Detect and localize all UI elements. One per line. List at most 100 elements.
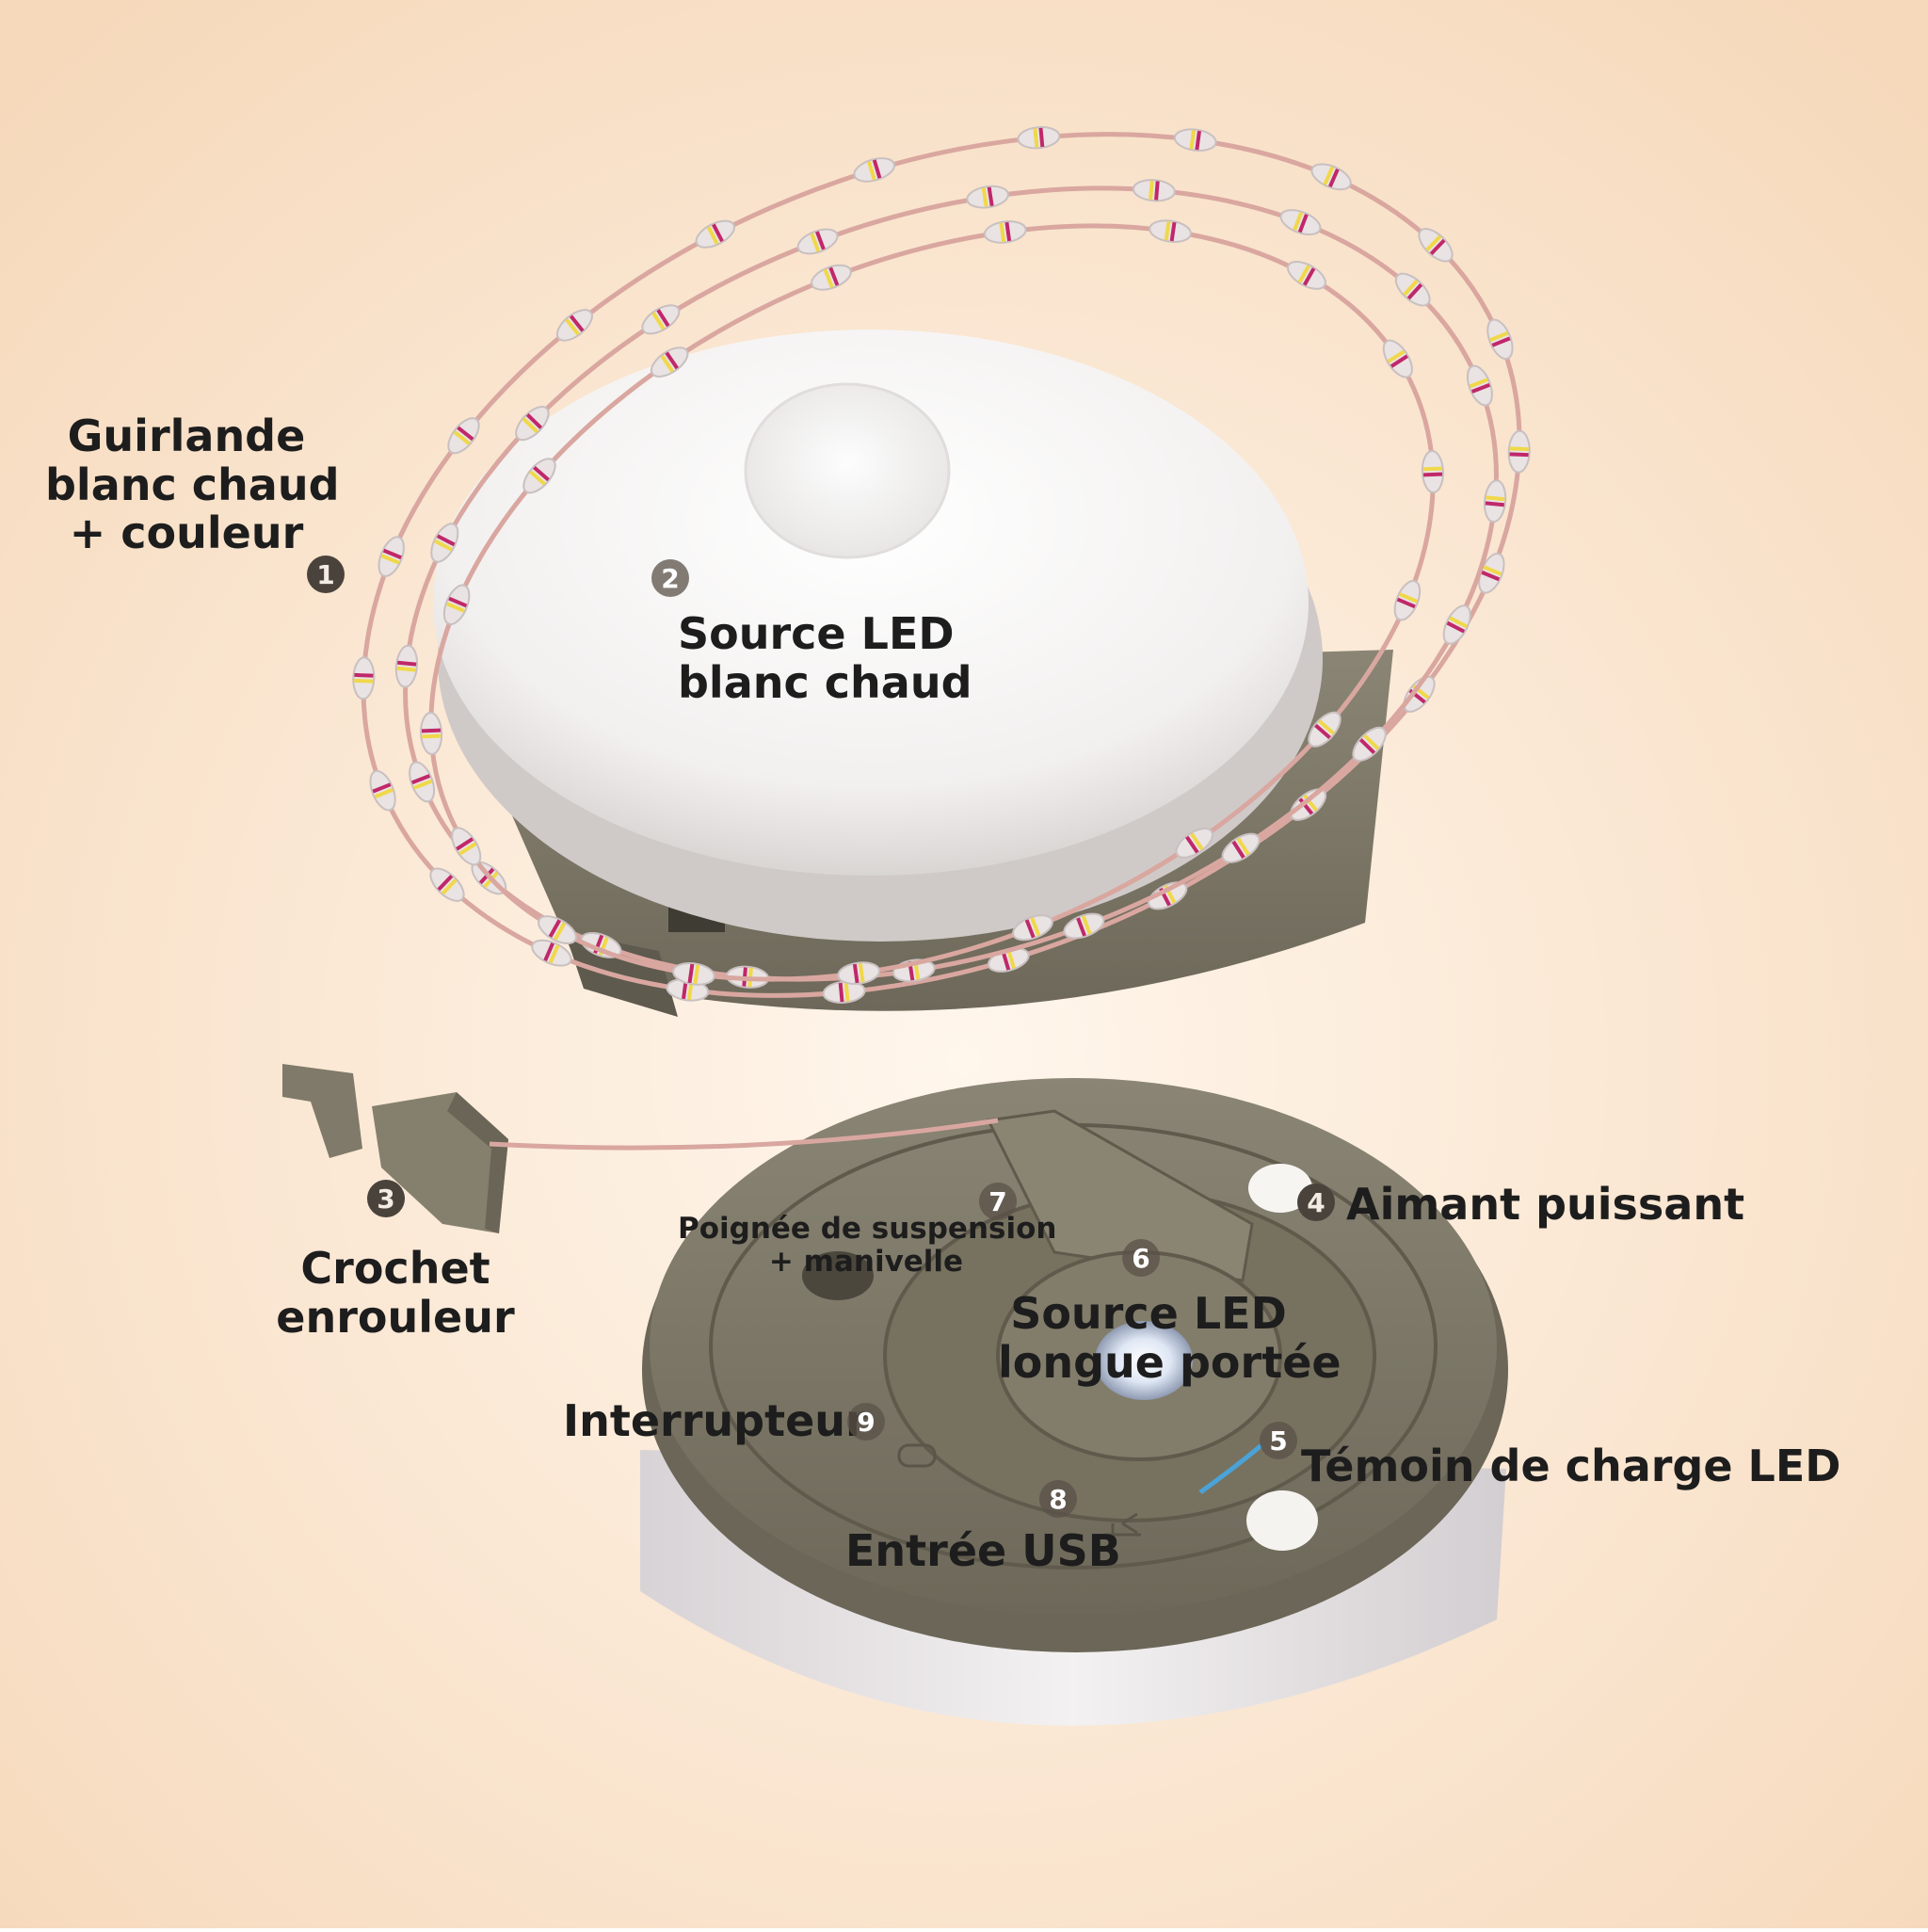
led-bulb-icon: [447, 417, 480, 455]
diffuser-center-cap: [744, 382, 951, 559]
callout-4-label: Aimant puissant: [1346, 1179, 1745, 1230]
callout-9-line-1: Interrupteur: [563, 1395, 867, 1446]
callout-6-line-2: longue portée: [998, 1336, 1342, 1388]
callout-6-label: Source LED longue portée: [998, 1288, 1342, 1388]
callout-1-marker: 1: [307, 555, 345, 593]
callout-8-label: Entrée USB: [845, 1525, 1121, 1576]
long-range-led: [1095, 1321, 1193, 1400]
callout-2-marker: 2: [651, 559, 689, 597]
crank-hole: [802, 1251, 874, 1300]
led-bulb-icon: [1287, 260, 1326, 290]
led-string-coil: [428, 223, 1436, 982]
callout-5-label: Témoin de charge LED: [1301, 1441, 1841, 1491]
led-bulb-icon: [1393, 579, 1422, 621]
led-bulb-icon: [442, 584, 471, 626]
callout-4-marker: 4: [1297, 1183, 1335, 1221]
lower-module: [640, 1078, 1508, 1726]
led-bulb-icon: [1478, 553, 1505, 594]
callout-2-line-2: blanc chaud: [678, 656, 972, 708]
upper-module: [433, 330, 1393, 1017]
led-bulb-icon: [531, 939, 572, 967]
led-bulb-icon: [1352, 726, 1387, 762]
led-bulb-icon: [538, 915, 577, 945]
led-bulb-icon: [1132, 179, 1176, 202]
led-bulb-icon: [430, 523, 459, 563]
led-bulb-icon: [369, 769, 396, 812]
led-bulb-icon: [822, 980, 866, 1004]
led-string-light: [352, 126, 1531, 1151]
led-string-tail: [489, 1118, 999, 1151]
led-bulb-icon: [1418, 228, 1454, 263]
callout-9-marker: 9: [847, 1403, 885, 1441]
magnet-lower: [1246, 1490, 1318, 1551]
led-bulb-icon: [1017, 126, 1061, 150]
led-bulb-icon: [555, 309, 593, 342]
led-bulb-icon: [515, 406, 550, 442]
callout-6-line-1: Source LED: [1010, 1288, 1287, 1339]
led-bulb-icon: [378, 536, 405, 577]
led-bulb-icon: [1012, 914, 1053, 942]
callout-1-label: Guirlande blanc chaud + couleur: [45, 411, 340, 559]
led-bulb-icon: [352, 656, 376, 700]
usb-icon: [1103, 1512, 1141, 1546]
led-bulb-icon: [641, 304, 681, 335]
led-bulb-icon: [1421, 450, 1444, 493]
led-bulb-icon: [1442, 604, 1471, 645]
led-bulb-icon: [1466, 364, 1493, 407]
callout-5-marker: 5: [1260, 1422, 1297, 1459]
led-bulb-icon: [522, 458, 556, 494]
led-bulb-icon: [394, 644, 419, 688]
callout-1-line-2: blanc chaud: [45, 459, 340, 510]
callout-2-label: Source LED blanc chaud: [678, 608, 972, 708]
callout-3-marker: 3: [367, 1180, 405, 1217]
led-bulb-icon: [1483, 479, 1507, 523]
power-switch: [897, 1443, 937, 1468]
led-bulb-icon: [672, 962, 715, 986]
warm-white-diffuser: [433, 330, 1309, 876]
led-bulb-icon: [1507, 429, 1531, 474]
led-bulb-icon: [1149, 219, 1192, 243]
led-bulb-icon: [429, 867, 465, 902]
callout-8-line-1: Entrée USB: [845, 1525, 1121, 1576]
led-bulb-icon: [1382, 339, 1413, 378]
callout-4-line-1: Aimant puissant: [1346, 1179, 1745, 1230]
led-bulb-icon: [1221, 832, 1261, 863]
led-bulb-icon: [1063, 912, 1105, 940]
callout-7-marker: 7: [979, 1183, 1017, 1220]
callout-3-line-1: Crochet: [300, 1243, 490, 1294]
led-bulb-icon: [1310, 163, 1352, 191]
led-bulb-icon: [1173, 128, 1217, 152]
callout-3-line-2: enrouleur: [276, 1291, 515, 1343]
led-bulb-icon: [853, 157, 896, 183]
led-bulb-icon: [983, 220, 1027, 244]
led-bulb-icon: [1486, 318, 1514, 361]
callout-5-line-1: Témoin de charge LED: [1301, 1441, 1841, 1491]
led-bulb-icon: [1279, 209, 1322, 236]
callout-8-marker: 8: [1039, 1480, 1077, 1518]
hook-clip: [282, 1064, 362, 1158]
callout-7-line-2: + manivelle: [768, 1244, 964, 1279]
led-bulb-icon: [650, 346, 689, 378]
callout-7-label: Poignée de suspension + manivelle: [678, 1213, 1056, 1279]
callout-3-label: Crochet enrouleur: [273, 1243, 518, 1343]
callout-1-line-3: + couleur: [69, 507, 304, 559]
callout-6-marker: 6: [1122, 1239, 1160, 1277]
hanging-handle: [986, 1109, 1254, 1282]
led-bulb-icon: [837, 961, 881, 985]
led-bulb-icon: [451, 827, 482, 866]
led-bulb-icon: [966, 185, 1010, 209]
led-bulb-icon: [796, 228, 839, 255]
led-bulb-icon: [1175, 828, 1214, 859]
led-bulb-icon: [1308, 711, 1342, 748]
led-bulb-icon: [811, 264, 852, 291]
led-bulb-icon: [409, 761, 436, 803]
led-bulb-icon: [695, 219, 735, 249]
callout-2-line-1: Source LED: [678, 608, 955, 659]
callout-9-label: Interrupteur: [563, 1395, 867, 1446]
charge-indicator-led: [1198, 1443, 1263, 1495]
hook-side: [447, 1092, 508, 1233]
magnet-icon: [1248, 1164, 1312, 1213]
led-bulb-icon: [420, 712, 443, 755]
